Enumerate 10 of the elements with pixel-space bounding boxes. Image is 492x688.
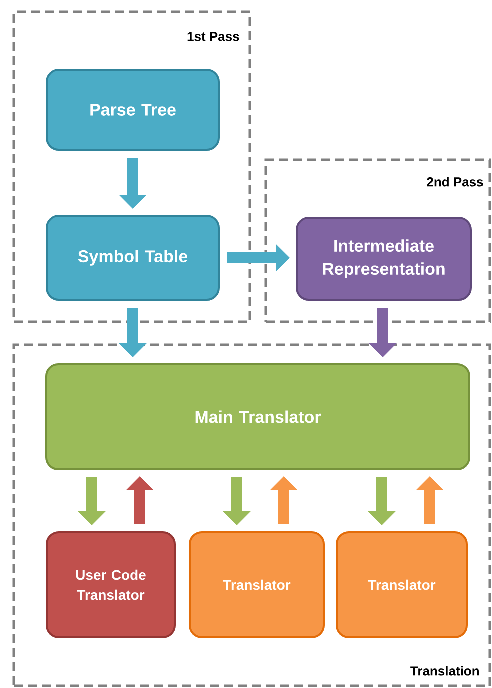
process-box: Intermediate Representation: [296, 217, 472, 301]
process-box: Symbol Table: [46, 215, 220, 301]
process-box: Translator: [189, 532, 325, 638]
process-box: Translator: [336, 532, 468, 638]
process-box: Main Translator: [46, 364, 470, 470]
region-heading: Translation: [410, 666, 479, 676]
region-heading: 1st Pass: [188, 32, 240, 42]
process-box: User Code Translator: [46, 532, 176, 638]
process-box: Parse Tree: [46, 69, 220, 151]
region-heading: 2nd Pass: [427, 177, 484, 187]
